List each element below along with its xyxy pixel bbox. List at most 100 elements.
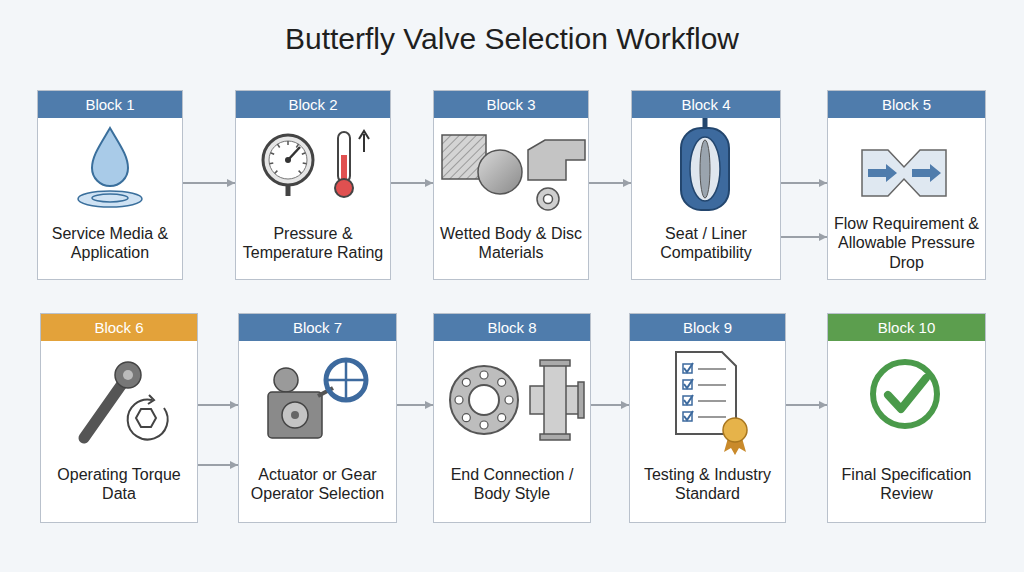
gauge-icon-part-part xyxy=(277,144,279,147)
gauge-icon-part xyxy=(269,141,306,173)
tee-fitting-icon-part xyxy=(540,360,570,366)
materials-icon xyxy=(442,135,585,210)
block-label: Wetted Body & Disc Materials xyxy=(440,224,582,262)
process-box: Block 4 Seat / Liner Compatibility xyxy=(631,90,781,280)
flange-icon-part-part xyxy=(462,378,470,386)
materials-icon-part xyxy=(442,135,486,179)
flow-arrow xyxy=(397,404,433,406)
flow-arrow xyxy=(391,182,433,184)
checklist-icon-part-part xyxy=(698,384,726,386)
wrench-icon-part xyxy=(148,395,154,404)
flow-icon-part xyxy=(862,150,946,196)
flow-icon xyxy=(862,150,946,196)
gear-operator-icon xyxy=(268,360,366,438)
thermometer-icon-part xyxy=(338,132,350,182)
valve-icon-part xyxy=(690,137,720,201)
block-header: Block 9 xyxy=(630,314,785,341)
tee-fitting-icon-part xyxy=(540,434,570,440)
flange-icon-part xyxy=(450,366,518,434)
thermometer-icon xyxy=(335,131,369,197)
gauge-icon-part-part xyxy=(299,171,302,174)
gauge-icon-part-part xyxy=(275,171,278,174)
tee-fitting-icon-part xyxy=(530,386,580,414)
thermometer-icon-part xyxy=(341,155,347,185)
gauge-icon-part-part xyxy=(303,162,307,164)
block-label: Service Media & Application xyxy=(44,224,176,262)
checklist-icon-part-part xyxy=(684,411,693,420)
checklist-icon-part xyxy=(724,438,737,455)
text-area: Seat / Liner Compatibility xyxy=(638,213,774,273)
gear-operator-icon-part xyxy=(274,368,298,392)
checklist-icon-part xyxy=(723,418,747,442)
checklist-icon xyxy=(676,352,747,455)
block-header: Block 8 xyxy=(434,314,590,341)
gauge-icon-part-part xyxy=(287,141,289,145)
block-header: Block 1 xyxy=(38,91,182,118)
checklist-icon-part xyxy=(683,363,726,421)
gauge-icon xyxy=(263,135,313,196)
flow-icon-part xyxy=(912,164,941,182)
gear-operator-icon-part xyxy=(345,360,348,400)
text-area: Flow Requirement & Allowable Pressure Dr… xyxy=(834,213,979,273)
valve-icon-part xyxy=(681,128,729,210)
checklist-icon-part xyxy=(733,438,746,455)
block-header: Block 4 xyxy=(632,91,780,118)
flow-arrow xyxy=(591,404,629,406)
block-label: Testing & Industry Standard xyxy=(636,465,779,503)
process-box: Block 9 Testing & Industry Standard xyxy=(629,313,786,523)
block-header: Block 10 xyxy=(828,314,985,341)
flange-icon-part-part xyxy=(498,414,506,422)
text-area: Pressure & Temperature Rating xyxy=(242,213,384,273)
gear-operator-icon-part xyxy=(326,379,366,382)
gauge-icon-part xyxy=(263,135,313,185)
thermometer-icon-part xyxy=(335,179,353,197)
gear-operator-icon-part xyxy=(282,402,308,428)
block-label: Final Specification Review xyxy=(834,465,979,503)
wrench-icon xyxy=(84,362,168,440)
block-label: Operating Torque Data xyxy=(47,465,191,503)
block-header: Block 6 xyxy=(41,314,197,341)
text-area: Wetted Body & Disc Materials xyxy=(440,213,582,273)
check-icon-part xyxy=(873,362,937,426)
checklist-icon-part-part xyxy=(683,396,692,405)
diagram-title: Butterfly Valve Selection Workflow xyxy=(0,22,1024,56)
checklist-icon-part-part xyxy=(683,364,692,373)
text-area: Testing & Industry Standard xyxy=(636,452,779,516)
flange-icon-part-part xyxy=(505,396,513,404)
flange-icon-part-part xyxy=(480,421,488,429)
process-box: Block 8End Connection / Body Style xyxy=(433,313,591,523)
process-box: Block 1 Service Media & Application xyxy=(37,90,183,280)
process-box: Block 3 Wetted Body & Disc Materials xyxy=(433,90,589,280)
checklist-icon-part-part xyxy=(684,379,693,388)
flange-icon-part-part xyxy=(480,371,488,379)
gauge-icon-part-part xyxy=(296,144,298,147)
wrench-icon-part xyxy=(128,400,168,440)
checklist-icon-part xyxy=(676,352,736,434)
block-header: Block 3 xyxy=(434,91,588,118)
block-label: Seat / Liner Compatibility xyxy=(638,224,774,262)
materials-icon-part xyxy=(544,195,553,204)
block-header: Block 7 xyxy=(239,314,396,341)
gauge-icon-part xyxy=(288,147,300,160)
droplet-icon-part xyxy=(92,194,128,202)
materials-icon-part xyxy=(478,150,522,194)
wrench-icon-part xyxy=(84,384,122,438)
checklist-icon-part-part xyxy=(683,412,692,421)
droplet-icon-part xyxy=(78,191,142,207)
block-label: Actuator or Gear Operator Selection xyxy=(245,465,390,503)
flange-icon-part xyxy=(469,385,499,415)
check-icon-part xyxy=(888,378,926,409)
tee-fitting-icon xyxy=(530,360,584,440)
materials-icon-part xyxy=(528,140,585,180)
droplet-icon-part xyxy=(92,128,128,186)
flow-arrow xyxy=(198,464,238,466)
gauge-icon-part xyxy=(269,141,307,179)
gauge-icon-part-part xyxy=(269,162,273,164)
droplet-icon xyxy=(78,128,142,207)
gear-operator-icon-part xyxy=(326,360,366,400)
block-label: Flow Requirement & Allowable Pressure Dr… xyxy=(834,214,979,272)
text-area: Service Media & Application xyxy=(44,213,176,273)
flow-arrow xyxy=(786,404,827,406)
flow-arrow xyxy=(589,182,631,184)
